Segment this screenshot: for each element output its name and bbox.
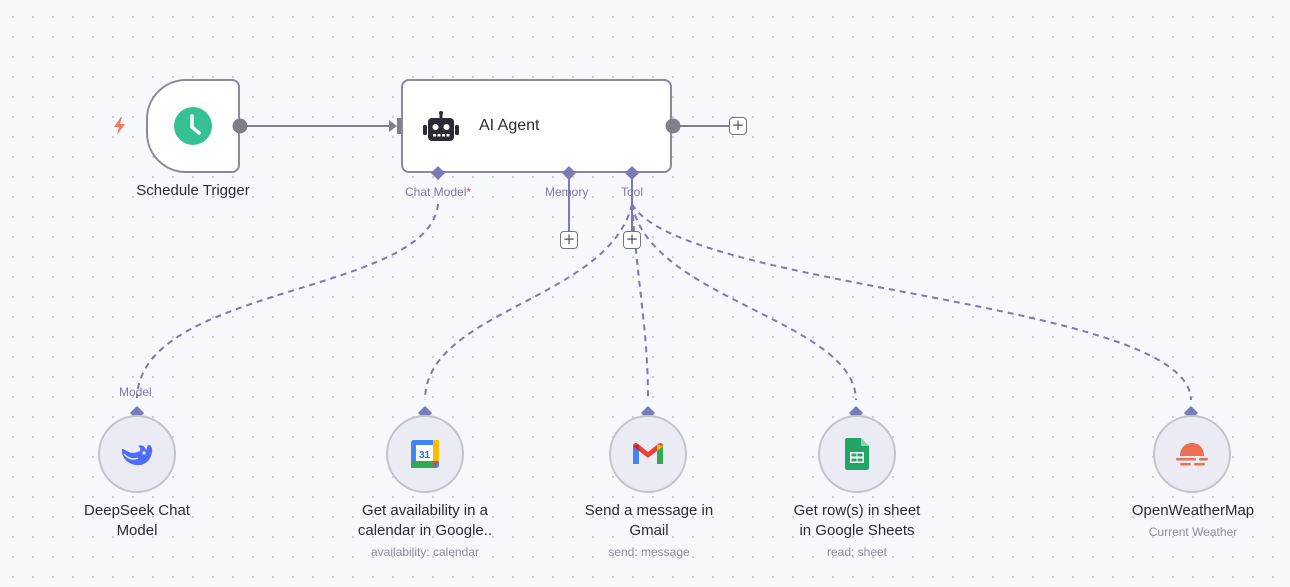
calendar-subtitle: availability: calendar bbox=[370, 545, 480, 559]
input-arrow-icon bbox=[389, 120, 397, 132]
tool-connection-weather[interactable] bbox=[631, 203, 1192, 401]
sheets-subtitle: read: sheet bbox=[826, 545, 888, 559]
tool-label: Tool bbox=[621, 185, 644, 199]
gmail-node[interactable] bbox=[609, 415, 687, 493]
model-output-label: Model bbox=[119, 385, 152, 399]
calendar-title: Get availability in a calendar in Google… bbox=[330, 501, 520, 541]
tool-connection-sheets[interactable] bbox=[631, 203, 857, 401]
gmail-subtitle: send: message bbox=[608, 545, 690, 559]
calendar-title-line-1: Get availability in a bbox=[362, 502, 488, 519]
robot-icon bbox=[423, 111, 459, 141]
add-memory-button[interactable]: + bbox=[560, 231, 578, 249]
clock-icon bbox=[174, 107, 212, 145]
google-calendar-icon: 31 bbox=[411, 440, 439, 468]
deepseek-title: DeepSeek Chat Model bbox=[42, 501, 232, 541]
trigger-output-handle[interactable] bbox=[232, 118, 248, 134]
ai-agent-title: AI Agent bbox=[479, 117, 540, 134]
sheets-title-line-2: in Google Sheets bbox=[799, 522, 915, 539]
calendar-day-number: 31 bbox=[419, 450, 431, 461]
model-connection[interactable] bbox=[136, 203, 439, 399]
tool-connection-calendar[interactable] bbox=[424, 203, 633, 401]
weather-title-line-1: OpenWeatherMap bbox=[1131, 502, 1255, 519]
tool-handle[interactable] bbox=[625, 166, 639, 180]
agent-output-handle[interactable] bbox=[665, 118, 681, 134]
agent-input-handle[interactable] bbox=[397, 118, 403, 134]
tool-connection-gmail[interactable] bbox=[631, 203, 649, 401]
deepseek-title-line-2: Model bbox=[116, 522, 158, 539]
chat-model-handle[interactable] bbox=[431, 166, 445, 180]
memory-handle[interactable] bbox=[562, 166, 576, 180]
deepseek-chat-model-node[interactable] bbox=[98, 415, 176, 493]
openweathermap-icon bbox=[1176, 443, 1208, 466]
ai-agent-node[interactable]: AI Agent bbox=[401, 79, 672, 173]
calendar-title-line-2: calendar in Google.. bbox=[357, 522, 493, 539]
gmail-title: Send a message in Gmail bbox=[554, 501, 744, 541]
sheets-title-line-1: Get row(s) in sheet bbox=[793, 502, 921, 519]
gmail-icon bbox=[633, 442, 663, 464]
deepseek-title-line-1: DeepSeek Chat bbox=[84, 502, 190, 519]
weather-subtitle: Current Weather bbox=[1148, 525, 1238, 539]
google-calendar-node[interactable]: 31 bbox=[386, 415, 464, 493]
schedule-trigger-node[interactable] bbox=[146, 79, 240, 173]
lightning-icon bbox=[114, 117, 125, 135]
deepseek-whale-icon bbox=[121, 444, 153, 466]
memory-label: Memory bbox=[545, 185, 589, 199]
schedule-trigger-title: Schedule Trigger bbox=[136, 182, 250, 199]
sheets-title: Get row(s) in sheet in Google Sheets bbox=[762, 501, 952, 541]
google-sheets-icon bbox=[845, 438, 869, 470]
gmail-title-line-1: Send a message in bbox=[584, 502, 714, 519]
openweathermap-node[interactable] bbox=[1153, 415, 1231, 493]
add-tool-button[interactable]: + bbox=[623, 231, 641, 249]
required-mark: * bbox=[466, 185, 472, 199]
weather-title: OpenWeatherMap bbox=[1098, 501, 1288, 521]
chat-model-label: Chat Model* bbox=[405, 185, 472, 199]
google-sheets-node[interactable] bbox=[818, 415, 896, 493]
add-next-node-button[interactable]: + bbox=[729, 117, 747, 135]
gmail-title-line-2: Gmail bbox=[629, 522, 669, 539]
